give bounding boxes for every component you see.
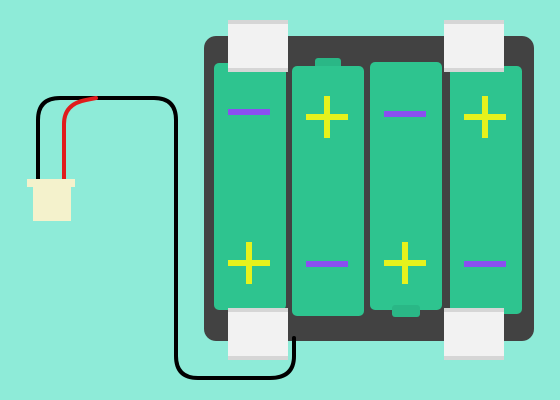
minus-sign-icon — [464, 261, 506, 267]
jst-connector-icon — [27, 179, 75, 221]
terminal-clip-top-right — [444, 20, 504, 72]
minus-sign-icon — [384, 111, 426, 117]
terminal-clip-bottom-right — [444, 308, 504, 360]
battery-1 — [214, 63, 286, 310]
battery-3 — [370, 62, 442, 317]
plus-sign-icon — [228, 242, 270, 284]
terminal-clip-bottom-left — [228, 308, 288, 360]
minus-sign-icon — [306, 261, 348, 267]
red-wire — [62, 96, 98, 184]
plus-sign-icon — [384, 242, 426, 284]
battery-2 — [292, 58, 364, 316]
battery-4 — [450, 66, 522, 314]
minus-sign-icon — [228, 109, 270, 115]
black-wire — [36, 96, 296, 380]
plus-sign-icon — [464, 96, 506, 138]
terminal-clip-top-left — [228, 20, 288, 72]
plus-sign-icon — [306, 96, 348, 138]
